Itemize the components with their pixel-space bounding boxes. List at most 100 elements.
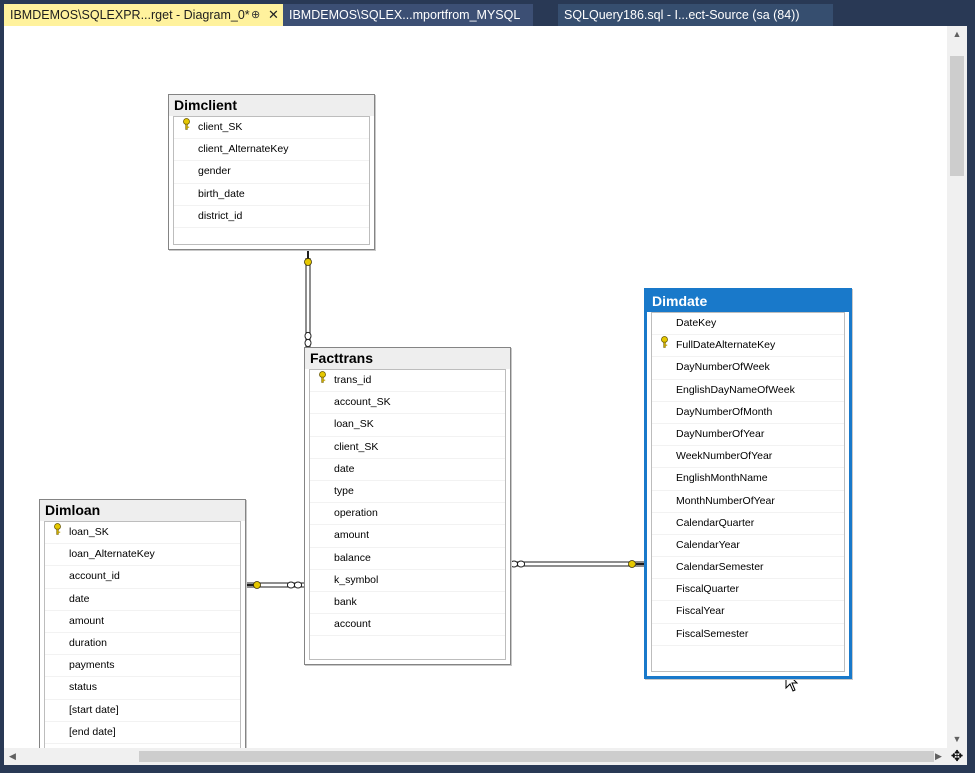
pin-icon[interactable]: ⊕ [251, 9, 261, 21]
horizontal-scrollbar[interactable]: ◀ ▶ [4, 748, 947, 765]
column-row[interactable]: status [45, 677, 240, 700]
column-row[interactable]: FullDateAlternateKey [652, 335, 844, 358]
column-name: FiscalSemester [676, 627, 749, 640]
column-row[interactable]: amount [45, 611, 240, 633]
column-row[interactable]: account [310, 614, 505, 637]
column-name: DayNumberOfMonth [676, 405, 773, 418]
column-row[interactable]: date [45, 589, 240, 611]
column-row[interactable]: type [310, 481, 505, 504]
column-row[interactable]: account_SK [310, 392, 505, 415]
column-name: bank [334, 595, 357, 608]
close-icon[interactable]: ✕ [268, 7, 279, 22]
column-name: loan_AlternateKey [69, 548, 155, 561]
column-row[interactable]: FiscalYear [652, 601, 844, 624]
column-name: FullDateAlternateKey [676, 339, 776, 352]
column-name: client_AlternateKey [198, 143, 289, 156]
column-row[interactable]: [start date] [45, 700, 240, 722]
column-row[interactable]: CalendarQuarter [652, 513, 844, 535]
scroll-right-icon[interactable]: ▶ [935, 751, 942, 761]
column-name: [end date] [69, 725, 116, 738]
column-name: operation [334, 507, 378, 520]
table-title: Dimdate [647, 291, 849, 312]
key-icon [50, 522, 64, 543]
tab-diagram[interactable]: IBMDEMOS\SQLEXPR...rget - Diagram_0* ⊕ ✕ [4, 4, 283, 26]
scroll-left-icon[interactable]: ◀ [9, 751, 16, 761]
column-row[interactable]: district_id [174, 206, 369, 228]
vertical-scrollbar[interactable]: ▲ ▼ [947, 26, 967, 748]
column-row[interactable]: FiscalSemester [652, 624, 844, 646]
key-icon [179, 117, 193, 138]
vertical-scroll-thumb[interactable] [950, 56, 964, 176]
column-row[interactable]: WeekNumberOfYear [652, 446, 844, 469]
column-row[interactable]: FiscalQuarter [652, 579, 844, 602]
column-name: balance [334, 551, 371, 564]
column-name: birth_date [198, 187, 245, 200]
column-row[interactable]: client_SK [174, 117, 369, 140]
column-name: MonthNumberOfYear [676, 494, 775, 507]
column-row[interactable]: date [310, 459, 505, 481]
column-name: CalendarSemester [676, 561, 764, 574]
table-title: Dimclient [169, 95, 374, 116]
column-row[interactable]: gender [174, 161, 369, 184]
column-name: loan_SK [334, 418, 374, 431]
column-row[interactable]: DayNumberOfWeek [652, 357, 844, 380]
scroll-up-icon[interactable]: ▲ [952, 29, 962, 39]
column-name: duration [69, 636, 107, 649]
column-name: FiscalYear [676, 605, 725, 618]
column-row[interactable]: loan_SK [45, 522, 240, 545]
column-row[interactable]: DayNumberOfMonth [652, 402, 844, 424]
column-row[interactable]: balance [310, 548, 505, 570]
column-row[interactable]: EnglishMonthName [652, 468, 844, 491]
column-row[interactable]: EnglishDayNameOfWeek [652, 380, 844, 402]
column-name: [start date] [69, 703, 119, 716]
column-name: district_id [198, 209, 243, 222]
column-row[interactable]: bank [310, 592, 505, 615]
column-name: DayNumberOfYear [676, 427, 765, 440]
scroll-down-icon[interactable]: ▼ [952, 734, 962, 744]
column-name: account_SK [334, 396, 391, 409]
column-row[interactable]: CalendarSemester [652, 557, 844, 580]
column-row[interactable]: trans_id [310, 370, 505, 393]
horizontal-scroll-thumb[interactable] [139, 751, 934, 762]
relationship-facttrans-dimclient[interactable] [304, 250, 312, 348]
column-name: amount [69, 614, 105, 627]
column-name: date [69, 592, 90, 605]
column-name: EnglishMonthName [676, 472, 768, 485]
move-icon[interactable]: ✥ [947, 748, 967, 765]
column-row[interactable]: k_symbol [310, 570, 505, 592]
column-row[interactable]: amount [310, 525, 505, 548]
column-row[interactable]: CalendarYear [652, 535, 844, 558]
relationship-lines [246, 250, 799, 692]
column-row[interactable]: MonthNumberOfYear [652, 491, 844, 513]
column-name: loan_SK [69, 526, 109, 538]
column-row[interactable]: [end date] [45, 722, 240, 744]
column-name: CalendarYear [676, 538, 740, 551]
relationship-facttrans-dimloan[interactable] [246, 581, 304, 589]
column-name: type [334, 484, 354, 497]
column-row[interactable]: client_AlternateKey [174, 139, 369, 162]
column-row[interactable]: account_id [45, 566, 240, 589]
tab-import-mysql-label: IBMDEMOS\SQLEX...mportfrom_MYSQL [289, 8, 521, 22]
tab-import-mysql[interactable]: IBMDEMOS\SQLEX...mportfrom_MYSQL [283, 4, 533, 26]
column-row[interactable]: client_SK [310, 437, 505, 459]
relationship-facttrans-dimdate[interactable] [509, 560, 644, 568]
column-row[interactable]: loan_AlternateKey [45, 544, 240, 567]
column-row[interactable]: payments [45, 655, 240, 678]
column-row[interactable]: loan_SK [310, 414, 505, 437]
column-row[interactable]: operation [310, 503, 505, 526]
column-row[interactable]: duration [45, 633, 240, 656]
column-name: account [334, 618, 371, 631]
tab-sql-query[interactable]: SQLQuery186.sql - I...ect-Source (sa (84… [558, 4, 833, 26]
column-row[interactable]: DayNumberOfYear [652, 424, 844, 447]
column-row[interactable]: DateKey [652, 313, 844, 336]
column-name: gender [198, 165, 231, 178]
column-row[interactable]: birth_date [174, 184, 369, 206]
